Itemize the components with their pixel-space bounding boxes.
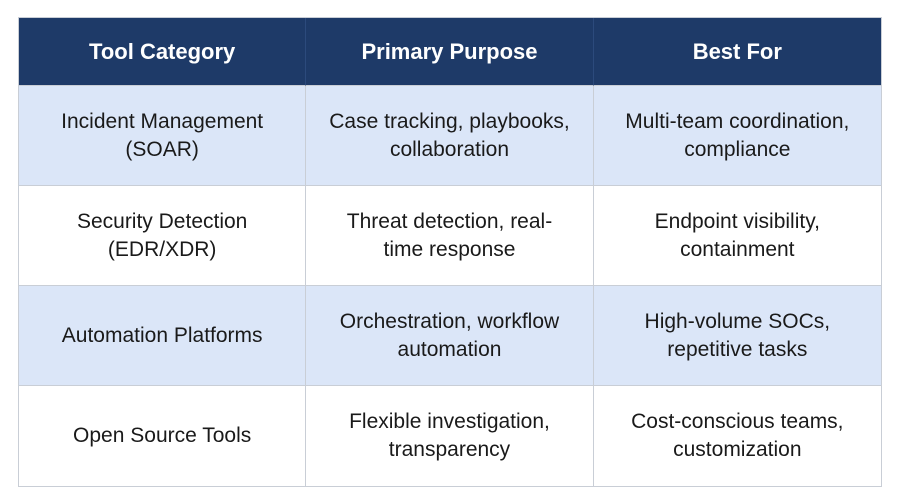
cell-text: automation — [397, 337, 502, 361]
cell-text: Cost-conscious teams, — [631, 410, 844, 433]
header-label: Primary Purpose — [361, 38, 538, 64]
cell-best-for: High-volume SOCs, repetitive tasks — [593, 286, 881, 386]
cell-tool-category: Open Source Tools — [19, 386, 307, 486]
comparison-table: Tool Category Primary Purpose Best For I… — [18, 17, 882, 487]
header-label: Tool Category — [89, 38, 236, 64]
cell-text: Multi-team coordination, — [625, 109, 850, 133]
cell-tool-category: Incident Management (SOAR) — [19, 86, 307, 186]
header-best-for: Best For — [593, 18, 881, 86]
cell-best-for: Cost-conscious teams, customization — [593, 386, 881, 486]
cell-text: Case tracking, playbooks, — [329, 109, 570, 133]
header-tool-category: Tool Category — [19, 18, 307, 86]
header-primary-purpose: Primary Purpose — [306, 18, 594, 86]
table-row: Automation Platforms Orchestration, work… — [19, 286, 881, 386]
cell-text: repetitive tasks — [667, 337, 808, 361]
cell-text: Orchestration, workflow — [339, 309, 560, 333]
cell-text: containment — [680, 237, 795, 261]
cell-tool-category: Automation Platforms — [19, 286, 307, 386]
cell-text: (EDR/XDR) — [107, 237, 217, 261]
header-label: Best For — [692, 38, 782, 64]
cell-text: High-volume SOCs, — [644, 309, 831, 333]
cell-text: transparency — [388, 438, 511, 461]
cell-primary-purpose: Case tracking, playbooks, collaboration — [306, 86, 594, 186]
cell-text: Threat detection, real- — [346, 209, 553, 233]
cell-primary-purpose: Orchestration, workflow automation — [306, 286, 594, 386]
cell-text: Automation Platforms — [61, 323, 263, 347]
cell-tool-category: Security Detection (EDR/XDR) — [19, 186, 307, 286]
cell-text: collaboration — [389, 137, 510, 161]
table-header-row: Tool Category Primary Purpose Best For — [19, 18, 881, 86]
cell-text: customization — [673, 438, 802, 461]
cell-primary-purpose: Flexible investigation, transparency — [306, 386, 594, 486]
cell-text: Endpoint visibility, — [654, 209, 820, 233]
table-row: Security Detection (EDR/XDR) Threat dete… — [19, 186, 881, 286]
table-row: Incident Management (SOAR) Case tracking… — [19, 86, 881, 186]
cell-text: (SOAR) — [125, 137, 199, 161]
cell-best-for: Endpoint visibility, containment — [593, 186, 881, 286]
cell-text: Security Detection — [76, 209, 248, 233]
cell-text: compliance — [684, 137, 791, 161]
cell-text: Open Source Tools — [73, 424, 252, 447]
cell-text: Incident Management — [61, 109, 264, 133]
table-row: Open Source Tools Flexible investigation… — [19, 386, 881, 486]
cell-text: time response — [383, 237, 516, 261]
cell-best-for: Multi-team coordination, compliance — [593, 86, 881, 186]
cell-text: Flexible investigation, — [349, 410, 550, 433]
cell-primary-purpose: Threat detection, real- time response — [306, 186, 594, 286]
